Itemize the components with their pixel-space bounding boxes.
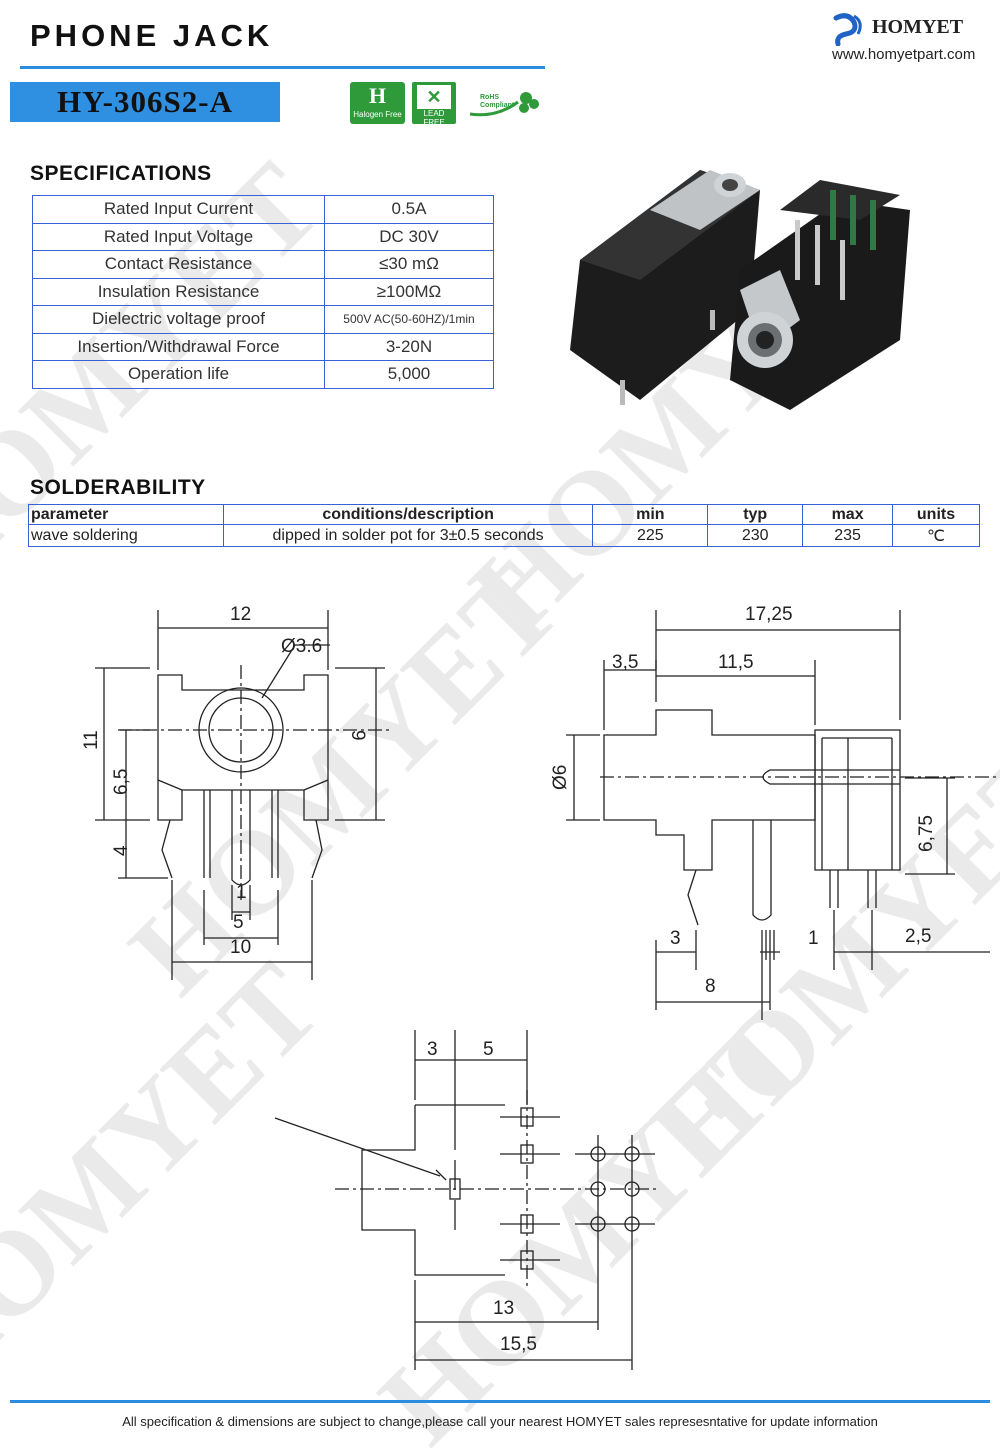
rohs-label: RoHS Compliant <box>480 94 515 109</box>
spec-value: ≤30 mΩ <box>324 250 494 279</box>
col-header: units <box>892 504 980 525</box>
dim-pin-width: 1 <box>236 882 247 903</box>
dim-total-length: 17,25 <box>745 604 793 625</box>
dim-pcb-c: 13 <box>493 1298 514 1319</box>
spec-label: Rated Input Current <box>32 195 325 224</box>
dim-side-c: 2,5 <box>905 926 931 947</box>
spec-label: Insertion/Withdrawal Force <box>32 332 325 361</box>
dimension-drawings: 12 Ø3.6 11 6,5 4 9 1 5 10 17,25 3,5 11,5… <box>81 604 1000 1370</box>
dim-pin-height: 6,75 <box>916 815 937 852</box>
spec-label: Insulation Resistance <box>32 277 325 306</box>
dim-front-length: 3,5 <box>612 652 638 673</box>
lead-free-badge: ✕ LEAD FREE <box>412 82 456 127</box>
page-title: PHONE JACK <box>30 18 274 53</box>
col-header: min <box>592 504 709 525</box>
pcb-layout-drawing: 3 5 13 15,5 <box>274 1030 660 1370</box>
spec-value: 0.5A <box>324 195 494 224</box>
spec-label: Contact Resistance <box>32 250 325 279</box>
solderability-table: parameter conditions/description min typ… <box>28 504 980 547</box>
solderability-heading: SOLDERABILITY <box>30 476 206 499</box>
table-header-row: parameter conditions/description min typ… <box>28 504 980 525</box>
brand-name: HOMYET <box>872 16 964 38</box>
spec-label: Operation life <box>32 360 325 389</box>
dim-side-a: 3 <box>670 928 681 949</box>
dim-pin-length: 4 <box>111 845 132 856</box>
dim-diameter: Ø6 <box>550 765 571 790</box>
table-cell: dipped in solder pot for 3±0.5 seconds <box>222 524 594 547</box>
col-header: max <box>802 504 894 525</box>
table-row: Contact Resistance≤30 mΩ <box>32 250 494 279</box>
col-header: conditions/description <box>222 504 594 525</box>
dim-side-d: 8 <box>705 976 716 997</box>
dim-body-length: 11,5 <box>718 652 754 673</box>
dim-pitch-small: 5 <box>233 912 244 933</box>
spec-value: ≥100MΩ <box>324 277 494 306</box>
dim-side-b: 1 <box>808 928 819 949</box>
footer-divider <box>10 1400 990 1403</box>
dim-pitch-large: 10 <box>230 937 251 958</box>
dim-pcb-d: 15,5 <box>500 1334 537 1355</box>
front-view-drawing: 12 Ø3.6 11 6,5 4 9 1 5 10 <box>81 604 390 980</box>
jack-right <box>730 180 910 410</box>
footer-note: All specification & dimensions are subje… <box>122 1414 878 1429</box>
table-row: wave soldering dipped in solder pot for … <box>28 524 980 547</box>
rohs-leaf-icon <box>469 92 539 117</box>
homyet-logo-icon <box>833 13 862 46</box>
col-header: typ <box>707 504 804 525</box>
dim-width: 12 <box>230 604 251 625</box>
dim-pcb-a: 3 <box>427 1039 438 1060</box>
halogen-free-badge: H Halogen Free <box>350 82 405 124</box>
dim-height: 11 <box>81 730 102 750</box>
product-photo <box>570 170 910 410</box>
dim-pcb-b: 5 <box>483 1039 494 1060</box>
title-divider <box>20 66 545 69</box>
jack-top-socket <box>714 173 746 197</box>
spec-value: 3-20N <box>324 332 494 361</box>
part-number: HY-306S2-A <box>10 82 280 122</box>
table-cell: wave soldering <box>28 524 224 547</box>
col-header: parameter <box>28 504 224 525</box>
spec-value: DC 30V <box>324 222 494 251</box>
table-cell: 230 <box>707 524 804 547</box>
brand-website: www.homyetpart.com <box>832 46 976 63</box>
halogen-free-label: Halogen Free <box>353 110 402 119</box>
dim-right-height: 9 <box>347 730 368 741</box>
dim-center: 6,5 <box>111 769 132 795</box>
table-cell: 225 <box>592 524 709 547</box>
table-cell: ℃ <box>892 524 980 547</box>
table-cell: 235 <box>802 524 894 547</box>
rohs-badge: RoHS Compliant <box>466 88 540 120</box>
table-row: Insulation Resistance≥100MΩ <box>32 277 494 306</box>
spec-value: 5,000 <box>324 360 494 389</box>
lead-free-label: LEAD FREE <box>423 109 445 127</box>
dim-hole: Ø3.6 <box>281 636 322 657</box>
brand-block: HOMYET www.homyetpart.com <box>828 12 988 67</box>
spec-label: Dielectric voltage proof <box>32 305 325 334</box>
spec-value: 500V AC(50-60HZ)/1min <box>324 305 494 334</box>
spec-label: Rated Input Voltage <box>32 222 325 251</box>
side-view-drawing: 17,25 3,5 11,5 Ø6 6,75 3 1 2,5 8 <box>550 604 1000 1020</box>
specifications-heading: SPECIFICATIONS <box>30 162 212 185</box>
